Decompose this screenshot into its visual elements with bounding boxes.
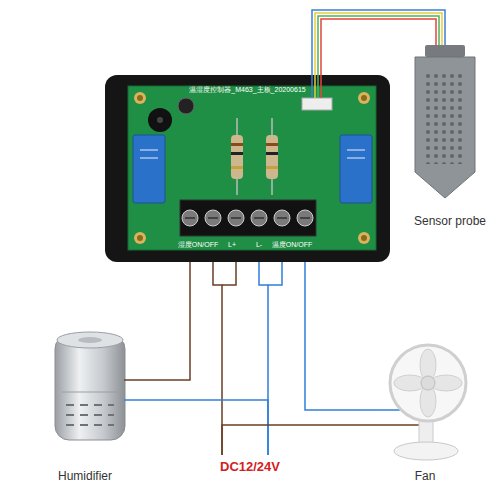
mounting-hole <box>358 92 370 104</box>
relay-symbol <box>340 135 372 203</box>
sensor-wire <box>314 75 316 98</box>
relay-marking <box>347 158 365 159</box>
sensor-wire <box>315 13 442 75</box>
terminal-screw <box>228 210 244 226</box>
humidifier-top <box>57 332 123 348</box>
power-supply: DC12/24V <box>205 455 295 479</box>
terminal-label: 湿度ON/OFF <box>178 241 218 249</box>
humidifier-nozzle <box>78 337 102 343</box>
terminal-screw <box>297 210 313 226</box>
node-label: 温湿度控制器_M463_主板_20200615 <box>189 86 305 94</box>
mounting-hole <box>361 235 367 241</box>
fan-stand <box>419 420 433 444</box>
terminal-label: 温度ON/OFF <box>272 241 312 249</box>
sensor-wire <box>320 75 322 98</box>
mounting-hole <box>137 95 143 101</box>
resistor-band <box>266 166 278 169</box>
resistor-band <box>266 152 278 155</box>
sensor-probe: Sensor probe <box>405 40 495 230</box>
relay-symbol <box>133 135 165 203</box>
pcb <box>128 86 376 250</box>
resistor-band <box>231 152 243 155</box>
mounting-hole <box>134 92 146 104</box>
capacitor-symbol <box>178 98 194 114</box>
node-label: Sensor probe <box>414 214 486 228</box>
buzzer-symbol <box>148 108 172 132</box>
wire <box>312 10 445 75</box>
probe-body <box>415 57 475 198</box>
buzzer-symbol <box>157 117 163 123</box>
fan-guard <box>390 345 466 421</box>
probe-vents <box>424 74 466 164</box>
resistor-band <box>231 143 243 146</box>
fan-base <box>394 442 458 460</box>
humidifier-body <box>55 335 125 440</box>
resistor-band <box>231 166 243 169</box>
terminal-label: L- <box>256 241 262 249</box>
wire <box>222 425 375 455</box>
wire <box>259 262 268 455</box>
controller-housing <box>105 75 390 262</box>
resistor-symbol <box>266 135 278 179</box>
terminal-block <box>180 200 316 236</box>
screw-slot <box>231 217 241 219</box>
screw-slot <box>300 217 310 219</box>
wire <box>213 262 222 455</box>
power-wire <box>268 262 282 285</box>
power-wire <box>375 424 419 426</box>
wire <box>305 262 375 410</box>
power-wire <box>124 399 130 401</box>
screw-slot <box>185 217 195 219</box>
sensor-wire <box>317 75 319 98</box>
mounting-hole <box>361 95 367 101</box>
power-wire <box>124 379 130 381</box>
humidifier: Humidifier <box>40 320 130 485</box>
terminal-screw <box>182 210 198 226</box>
terminal-screw <box>251 210 267 226</box>
fan: Fan <box>375 335 475 485</box>
controller-board: 温湿度控制器_M463_主板_20200615 <box>105 75 390 262</box>
wire <box>130 262 190 380</box>
terminal-screw <box>205 210 221 226</box>
humidifier-seam <box>62 392 118 393</box>
fan-hub <box>421 376 435 390</box>
sensor-header <box>302 98 332 110</box>
relay-marking <box>347 150 365 151</box>
screw-slot <box>254 217 264 219</box>
humidifier-slots <box>66 405 114 425</box>
sensor-wire <box>318 16 439 75</box>
sensor-wire <box>321 19 436 75</box>
resistor-band <box>266 143 278 146</box>
relay-marking <box>140 158 158 159</box>
probe-cap <box>425 45 465 57</box>
terminal-label: L+ <box>228 241 236 249</box>
power-wire <box>222 262 236 285</box>
terminal-screw <box>274 210 290 226</box>
relay-marking <box>140 150 158 151</box>
sensor-wire <box>311 75 313 98</box>
mounting-hole <box>358 232 370 244</box>
mounting-hole <box>134 232 146 244</box>
power-wire <box>375 409 400 411</box>
mounting-hole <box>137 235 143 241</box>
screw-slot <box>277 217 287 219</box>
node-label: Fan <box>415 469 436 483</box>
node-label: DC12/24V <box>220 459 280 475</box>
node-label: Humidifier <box>58 469 112 483</box>
terminal-screws <box>182 210 313 226</box>
wire <box>130 400 268 455</box>
screw-slot <box>208 217 218 219</box>
resistor-symbol <box>231 135 243 179</box>
